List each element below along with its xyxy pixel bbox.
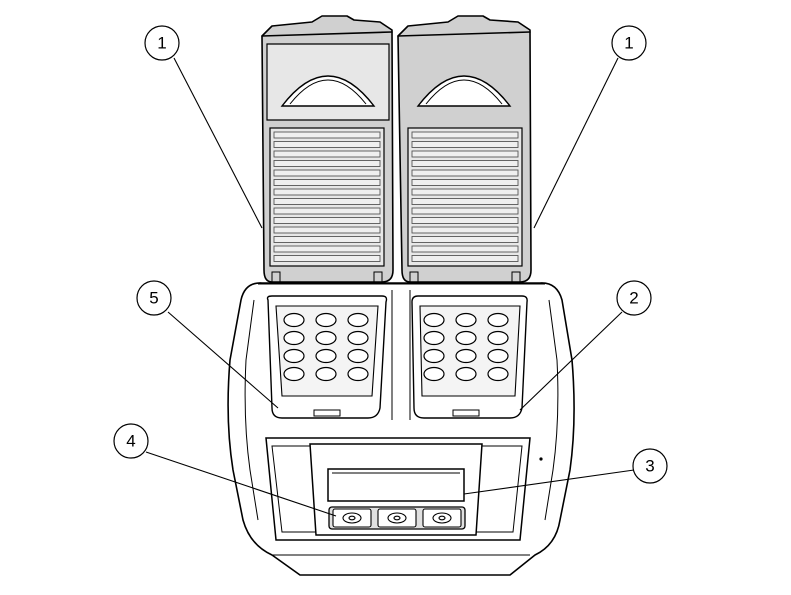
- vent-slat: [411, 131, 519, 139]
- vent-slat: [273, 236, 381, 243]
- vial-well[interactable]: [283, 330, 305, 346]
- key-right[interactable]: [422, 508, 462, 528]
- callout-label: 1: [624, 34, 633, 53]
- callout-label: 1: [157, 34, 166, 53]
- vent-slat: [273, 160, 381, 167]
- vial-well[interactable]: [315, 330, 337, 346]
- callout-5: 5: [136, 280, 172, 316]
- vent-slat: [273, 226, 381, 234]
- vent-slat: [411, 226, 519, 234]
- vial-well[interactable]: [347, 348, 369, 364]
- vent-slat: [411, 236, 519, 243]
- vent-slat: [273, 141, 381, 148]
- vent-slat: [411, 207, 519, 215]
- key-middle[interactable]: [377, 508, 417, 528]
- right-sample-block: [411, 295, 528, 419]
- vent-slat: [411, 198, 519, 205]
- callout-label: 4: [126, 432, 135, 451]
- vent-slat: [411, 169, 519, 177]
- vent-slat: [273, 198, 381, 205]
- callout-3: 3: [632, 448, 668, 484]
- vial-well[interactable]: [423, 348, 445, 364]
- vial-well[interactable]: [347, 366, 369, 382]
- vent-slat: [411, 217, 519, 224]
- vent-slat: [273, 131, 381, 139]
- vial-well[interactable]: [283, 366, 305, 382]
- callout-label: 5: [149, 289, 158, 308]
- vial-well[interactable]: [283, 348, 305, 364]
- callout-1-left: 1: [144, 25, 180, 61]
- vial-well[interactable]: [487, 312, 509, 328]
- callout-1-right: 1: [611, 25, 647, 61]
- left-lid: [261, 15, 394, 283]
- vent-slat: [273, 217, 381, 224]
- vial-well[interactable]: [455, 348, 477, 364]
- vial-well[interactable]: [347, 312, 369, 328]
- vent-slat: [273, 179, 381, 186]
- vent-slat: [273, 169, 381, 177]
- left-lid-vents: [273, 131, 381, 262]
- callout-label: 2: [629, 289, 638, 308]
- vent-slat: [273, 150, 381, 158]
- callout-4: 4: [113, 423, 149, 459]
- left-sample-block: [266, 295, 388, 419]
- vent-slat: [273, 207, 381, 215]
- display-screen: [327, 468, 465, 502]
- vial-well[interactable]: [423, 312, 445, 328]
- callout-label: 3: [645, 457, 654, 476]
- vent-slat: [411, 245, 519, 253]
- vent-slat: [273, 245, 381, 253]
- vent-slat: [411, 141, 519, 148]
- vial-well[interactable]: [455, 312, 477, 328]
- vial-well[interactable]: [423, 366, 445, 382]
- right-lid-vents: [411, 131, 519, 262]
- right-vial-wells: [423, 312, 509, 382]
- vent-slat: [411, 179, 519, 186]
- callout-2: 2: [616, 280, 652, 316]
- left-vial-wells: [283, 312, 369, 382]
- leader-lines: [145, 57, 635, 517]
- vial-well[interactable]: [283, 312, 305, 328]
- vent-slat: [273, 255, 381, 262]
- vial-well[interactable]: [315, 348, 337, 364]
- vent-slat: [411, 188, 519, 196]
- vial-well[interactable]: [423, 330, 445, 346]
- vent-slat: [411, 255, 519, 262]
- vial-well[interactable]: [487, 366, 509, 382]
- key-left[interactable]: [332, 508, 372, 528]
- vial-well[interactable]: [315, 312, 337, 328]
- right-lid: [397, 15, 532, 283]
- vial-well[interactable]: [455, 330, 477, 346]
- vent-slat: [411, 160, 519, 167]
- vial-well[interactable]: [347, 330, 369, 346]
- vial-well[interactable]: [487, 348, 509, 364]
- vent-slat: [273, 188, 381, 196]
- vial-well[interactable]: [315, 366, 337, 382]
- vial-well[interactable]: [455, 366, 477, 382]
- vent-slat: [411, 150, 519, 158]
- vial-well[interactable]: [487, 330, 509, 346]
